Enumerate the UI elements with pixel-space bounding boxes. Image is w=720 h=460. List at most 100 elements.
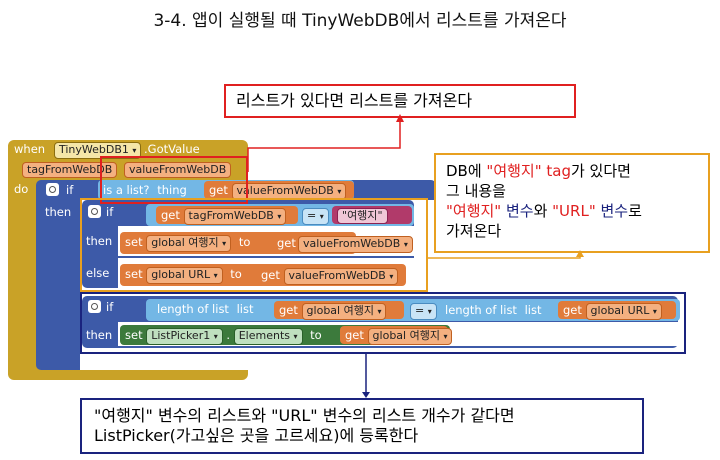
dropdown-arrow-icon: ▾	[213, 332, 218, 341]
callout-text: 와	[533, 202, 553, 220]
dropdown-arrow-icon: ▾	[403, 240, 408, 249]
dropdown-arrow-icon: ▾	[389, 272, 394, 281]
to-label: to	[238, 235, 251, 249]
dropdown-arrow-icon: ▾	[427, 307, 432, 316]
dropdown-arrow-icon: ▾	[377, 307, 382, 316]
elements-name: Elements	[238, 329, 290, 342]
get-label: get	[345, 328, 364, 342]
var-tag-name: tagFromWebDB	[188, 209, 274, 222]
get-label: get	[261, 268, 280, 282]
callout-text-red: "URL"	[552, 202, 596, 220]
callout-text-navy: 변수	[501, 202, 534, 220]
callout-text: 로	[628, 202, 642, 220]
to-label: to	[230, 267, 242, 281]
callout-top-text: 리스트가 있다면 리스트를 가져온다	[236, 91, 473, 110]
get-tag-block[interactable]: get tagFromWebDB ▾	[156, 206, 298, 225]
callout-right-line1: DB에 "여행지" tag가 있다면	[446, 161, 698, 181]
var-value-dropdown-3[interactable]: valueFromWebDB ▾	[283, 268, 399, 285]
callout-text-red: "여행지"	[446, 202, 502, 220]
callout-top: 리스트가 있다면 리스트를 가져온다	[224, 84, 576, 118]
get-label: get	[209, 183, 228, 197]
get-travel-block[interactable]: get global 여행지 ▾	[274, 301, 404, 320]
listpicker-dropdown[interactable]: ListPicker1 ▾	[146, 328, 223, 345]
is-list-label: is a list?	[103, 183, 150, 197]
callout-text: DB에	[446, 162, 487, 180]
equals-dropdown[interactable]: = ▾	[302, 208, 329, 225]
dropdown-arrow-icon: ▾	[213, 271, 218, 280]
get-label: get	[161, 208, 180, 222]
global-travel-name: global 여행지	[372, 329, 440, 342]
dropdown-arrow-icon: ▾	[652, 307, 657, 316]
if-label: if	[106, 300, 114, 314]
global-travel-name: global 여행지	[151, 236, 219, 249]
when-label: when	[14, 142, 46, 156]
text-block[interactable]: "여행지"	[332, 206, 412, 224]
dropdown-arrow-icon: ▾	[319, 212, 324, 221]
callout-bottom-line1: "여행지" 변수의 리스트와 "URL" 변수의 리스트 개수가 같다면	[94, 406, 515, 425]
gear-icon[interactable]	[88, 300, 101, 313]
list-label: list	[524, 303, 542, 317]
do-label: do	[14, 182, 29, 196]
get-value-block-3[interactable]: get valueFromWebDB ▾	[256, 266, 404, 285]
dot-label: .	[226, 328, 231, 342]
dropdown-arrow-icon: ▾	[443, 332, 448, 341]
callout-bottom: "여행지" 변수의 리스트와 "URL" 변수의 리스트 개수가 같다면 Lis…	[80, 398, 644, 454]
gear-icon[interactable]	[46, 183, 59, 196]
elements-dropdown[interactable]: Elements ▾	[233, 328, 303, 345]
equals-sign: =	[415, 304, 425, 317]
then-label: then	[45, 205, 72, 219]
listpicker-name: ListPicker1	[151, 329, 211, 342]
var-value-name: valueFromWebDB	[236, 184, 334, 197]
event-name: .GotValue	[144, 142, 200, 156]
param-tag[interactable]: tagFromWebDB	[22, 162, 118, 178]
get-label: get	[279, 303, 298, 317]
var-value-dropdown[interactable]: valueFromWebDB ▾	[231, 183, 347, 200]
global-travel-name: global 여행지	[306, 304, 374, 317]
thing-label: thing	[157, 183, 187, 197]
global-url-dropdown-2[interactable]: global URL ▾	[585, 303, 662, 320]
navy-highlight-box	[80, 292, 686, 354]
var-value-dropdown-2[interactable]: valueFromWebDB ▾	[298, 236, 413, 253]
red-highlight-box	[100, 156, 248, 204]
then-label: then	[86, 328, 113, 342]
if-label: if	[66, 183, 74, 197]
get-travel-block-2[interactable]: get global 여행지 ▾	[340, 326, 453, 345]
else-label: else	[86, 266, 110, 280]
length-label: length of list	[445, 303, 517, 317]
global-url-name: global URL	[590, 304, 650, 317]
callout-right-line3: "여행지" 변수와 "URL" 변수로	[446, 201, 698, 221]
component-dropdown[interactable]: TinyWebDB1 ▾	[54, 142, 142, 159]
param-value[interactable]: valueFromWebDB	[124, 162, 232, 178]
global-url-dropdown[interactable]: global URL ▾	[146, 267, 223, 284]
dropdown-arrow-icon: ▾	[337, 187, 342, 196]
var-tag-dropdown[interactable]: tagFromWebDB ▾	[183, 208, 287, 225]
get-url-block[interactable]: get global URL ▾	[558, 301, 676, 320]
get-label: get	[277, 236, 296, 250]
global-url-name: global URL	[151, 268, 211, 281]
dropdown-arrow-icon: ▾	[222, 239, 227, 248]
component-name: TinyWebDB1	[59, 143, 129, 156]
red-connector	[247, 120, 401, 172]
then-label: then	[86, 234, 113, 248]
var-value-name: valueFromWebDB	[288, 269, 386, 282]
callout-right: DB에 "여행지" tag가 있다면 그 내용을 "여행지" 변수와 "URL"…	[434, 153, 710, 253]
text-string: 여행지	[347, 209, 378, 222]
callout-right-line2: 그 내용을	[446, 182, 506, 200]
gear-icon[interactable]	[88, 205, 101, 218]
equals-dropdown-2[interactable]: = ▾	[410, 303, 437, 320]
gold-connector	[428, 254, 581, 259]
set-label: set	[125, 267, 143, 281]
global-travel-dropdown-3[interactable]: global 여행지 ▾	[367, 328, 453, 345]
text-value[interactable]: "여행지"	[337, 208, 388, 224]
global-travel-dropdown-2[interactable]: global 여행지 ▾	[301, 303, 387, 320]
get-label: get	[563, 303, 582, 317]
get-value-block[interactable]: get valueFromWebDB ▾	[204, 181, 354, 200]
if-label: if	[106, 205, 114, 219]
page-title: 3-4. 앱이 실행될 때 TinyWebDB에서 리스트를 가져온다	[153, 11, 567, 31]
dropdown-arrow-icon: ▾	[277, 212, 282, 221]
set-label: set	[125, 328, 143, 342]
callout-text: 가 있다면	[570, 162, 631, 180]
equals-sign: =	[307, 209, 317, 222]
global-travel-dropdown[interactable]: global 여행지 ▾	[146, 235, 232, 252]
callout-text-navy: 변수	[595, 202, 629, 220]
